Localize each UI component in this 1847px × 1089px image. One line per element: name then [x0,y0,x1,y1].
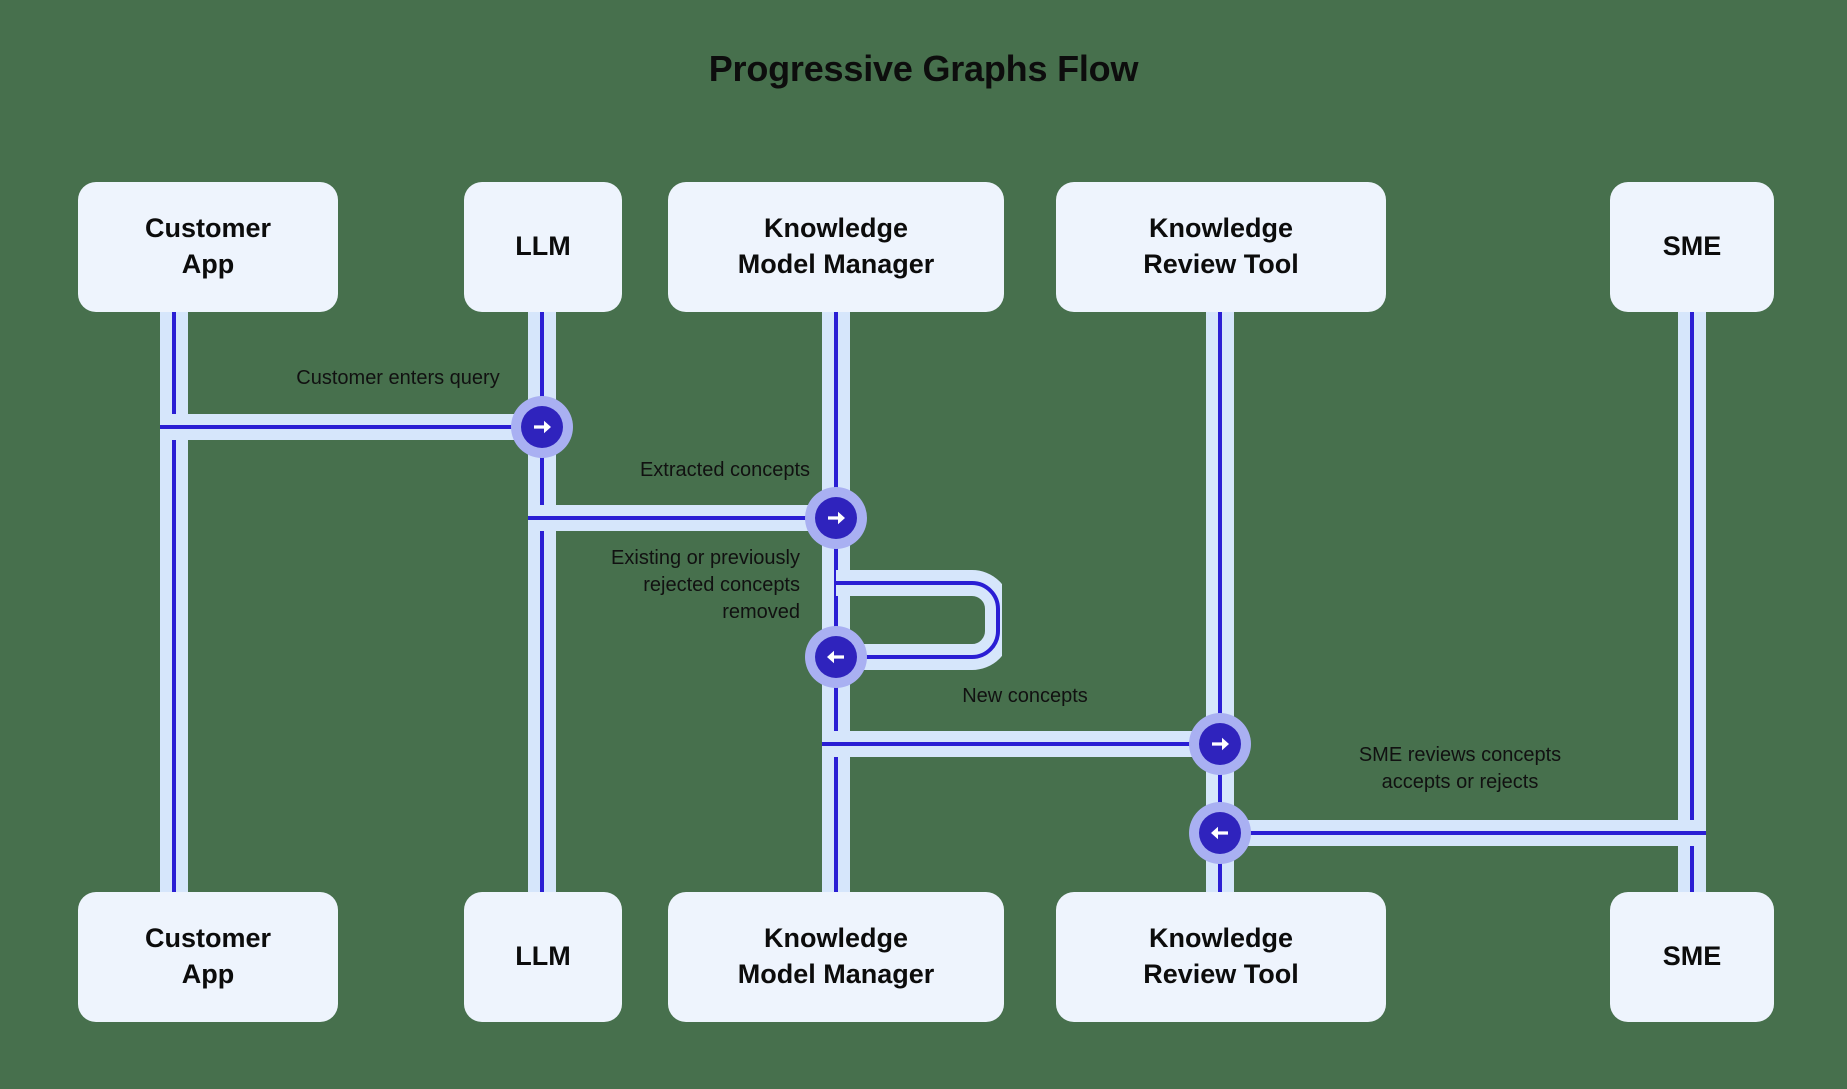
participant-label-line1: Customer [144,213,272,244]
participant-label-line1: LLM [515,941,571,972]
participant-box-bottom-llm[interactable]: LLM [464,892,622,1022]
participant-label-line1: Knowledge [1148,923,1293,954]
message-line-extracted-concepts [528,505,838,531]
participant-label-line2: Review Tool [1143,959,1299,989]
participant-box-bottom-sme[interactable]: SME [1610,892,1774,1022]
participant-label-line2: Model Manager [737,959,935,989]
message-label-existing-or-rejected-removed: Existing or previously rejected concepts… [611,547,800,623]
participant-box-top-customer-app[interactable]: Customer App [78,182,338,312]
participant-box-top-llm[interactable]: LLM [464,182,622,312]
arrow-marker-existing-or-rejected-removed[interactable] [805,626,867,688]
participant-label-line1: SME [1662,231,1722,262]
participant-box-bottom-knowledge-review-tool[interactable]: Knowledge Review Tool [1056,892,1386,1022]
arrow-right-icon [521,406,563,448]
message-line-sme-reviews-concepts [1215,820,1706,846]
participant-label-line1: Knowledge [1148,213,1293,244]
participant-label-line2: Review Tool [1143,249,1299,279]
message-label-new-concepts: New concepts [962,685,1088,707]
participant-label-line2: App [181,249,235,279]
message-label-extracted-concepts: Extracted concepts [639,459,811,481]
page-title: Progressive Graphs Flow [708,48,1139,89]
message-line-new-concepts [822,731,1222,757]
participant-label-line2: App [181,959,235,989]
arrow-left-icon [1199,812,1241,854]
participant-box-top-knowledge-model-manager[interactable]: Knowledge Model Manager [668,182,1004,312]
participant-label-line1: Knowledge [763,213,908,244]
participant-box-bottom-customer-app[interactable]: Customer App [78,892,338,1022]
participant-label-line1: SME [1662,941,1722,972]
participant-box-bottom-knowledge-model-manager[interactable]: Knowledge Model Manager [668,892,1004,1022]
message-label-sme-reviews-concepts: SME reviews concepts accepts or rejects [1358,744,1562,793]
lifeline-knowledge-review-tool [1206,262,1234,902]
arrow-left-icon [815,636,857,678]
message-line-customer-enters-query [160,414,545,440]
participant-box-top-sme[interactable]: SME [1610,182,1774,312]
lifeline-sme [1678,262,1706,902]
lifeline-llm [528,262,556,902]
message-selfloop-existing-or-rejected-removed [822,570,1002,670]
lifeline-customer-app [160,262,188,902]
arrow-marker-sme-reviews-concepts[interactable] [1189,802,1251,864]
arrow-marker-customer-enters-query[interactable] [511,396,573,458]
arrow-right-icon [1199,723,1241,765]
participant-label-line1: LLM [515,231,571,262]
arrow-marker-extracted-concepts[interactable] [805,487,867,549]
participant-label-line1: Customer [144,923,272,954]
arrow-right-icon [815,497,857,539]
participant-label-line2: Model Manager [737,249,935,279]
arrow-marker-new-concepts[interactable] [1189,713,1251,775]
participant-label-line1: Knowledge [763,923,908,954]
message-label-customer-enters-query: Customer enters query [296,367,500,389]
participant-box-top-knowledge-review-tool[interactable]: Knowledge Review Tool [1056,182,1386,312]
